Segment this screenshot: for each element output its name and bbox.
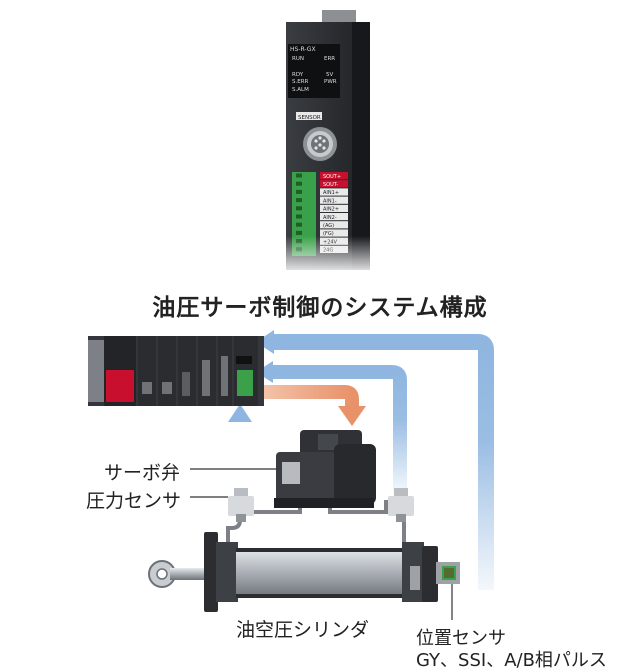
terminal-label-bg [320, 204, 348, 212]
servo-valve [274, 430, 376, 508]
terminal-screw [296, 173, 302, 178]
led-label: PWR [324, 79, 337, 85]
terminal-screw [296, 222, 302, 227]
hs-r-gx-module: HS-R-GX RUN ERR RDY 5V S.ERR PWR S.ALM S… [284, 10, 374, 276]
terminal-label: (FG) [323, 231, 334, 237]
led-label: S.ERR [292, 79, 309, 85]
servo-valve-label: サーボ弁 [104, 462, 181, 484]
pressure-sensor-left [228, 488, 254, 522]
control-output-arrow [262, 385, 366, 426]
terminal-label-bg [320, 196, 348, 204]
terminal-label: AIN2- [323, 215, 337, 221]
arrow-head [256, 330, 274, 354]
terminal-screw [296, 214, 302, 219]
terminal-label: AIN1- [323, 198, 337, 204]
plc-rack [88, 336, 264, 406]
terminal-screw [296, 189, 302, 194]
terminal-screw [296, 198, 302, 203]
position-sensor-label: 位置センサ [416, 628, 506, 649]
cylinder-label: 油空圧シリンダ [236, 619, 370, 641]
arrow-head [228, 404, 252, 422]
connector-label: SENSOR [298, 115, 321, 121]
pressure-sensor-label: 圧力センサ [86, 490, 182, 512]
terminal-label-bg [320, 229, 348, 237]
terminal-label: AIN2+ [323, 207, 339, 213]
plc-power-module [106, 370, 134, 402]
arrow-head [256, 361, 273, 383]
terminal-screw [296, 181, 302, 186]
terminal-label-bg [320, 213, 348, 221]
terminal-label: AIN1+ [323, 190, 339, 196]
diagram-title: 油圧サーボ制御のシステム構成 [152, 295, 488, 321]
position-sensor-types: GY、SSI、A/B相パルス [416, 650, 607, 671]
led-label: RUN [292, 56, 304, 62]
leader-lines [190, 468, 453, 620]
terminal-label-bg [320, 221, 348, 229]
feedback-signal-arrows [228, 330, 494, 590]
led-label: RDY [292, 72, 304, 78]
module-led-panel: RUN ERR RDY 5V S.ERR PWR S.ALM [292, 56, 337, 93]
module-model: HS-R-GX [290, 46, 316, 53]
terminal-label-bg [320, 188, 348, 196]
arrow-head [338, 406, 366, 426]
sensor-connector [303, 127, 337, 161]
terminal-label: SOUT- [323, 182, 338, 188]
terminal-label: SOUT+ [323, 174, 341, 180]
terminal-label: (AG) [323, 223, 334, 229]
led-label: ERR [324, 56, 335, 62]
led-label: 5V [326, 72, 333, 78]
pressure-sensor-right [388, 488, 414, 522]
terminal-screw [296, 230, 302, 235]
hydraulic-cylinder [148, 532, 460, 612]
terminal-label-bg [320, 180, 348, 188]
led-label: S.ALM [292, 87, 309, 93]
terminal-label-bg [320, 172, 348, 180]
terminal-screw [296, 206, 302, 211]
